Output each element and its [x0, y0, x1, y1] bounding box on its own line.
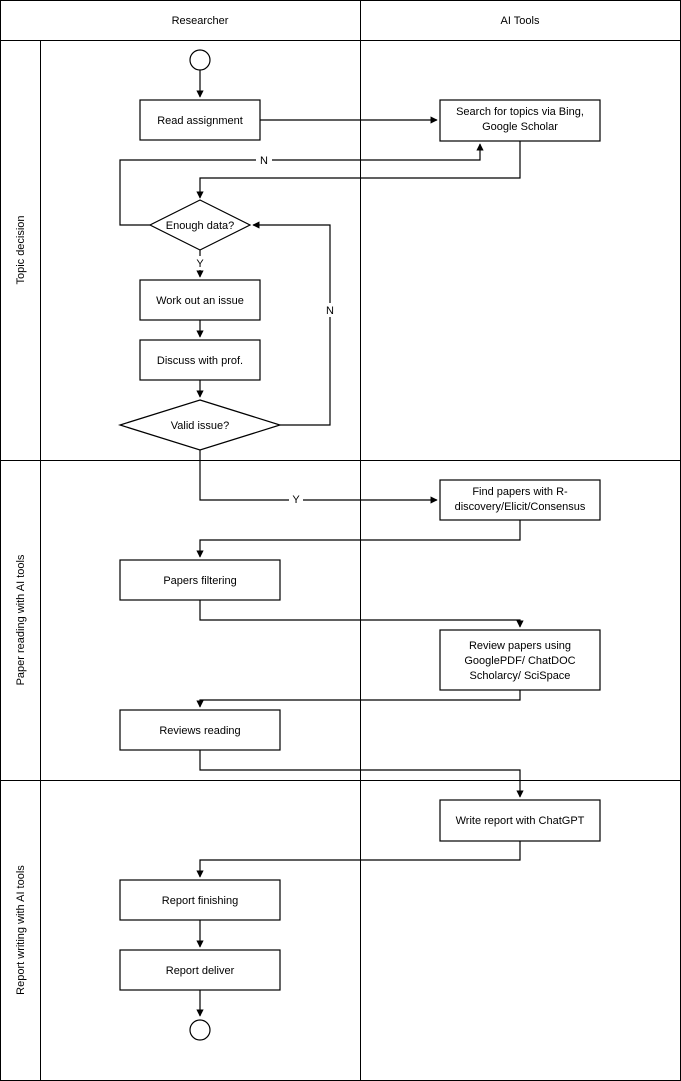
node-valid-issue[interactable]: Valid issue?: [117, 399, 283, 451]
node-end-terminal[interactable]: [189, 1019, 211, 1041]
column-header-ai-tools-label: AI Tools: [501, 15, 540, 27]
report-deliver-label: Report deliver: [166, 965, 235, 977]
lane-label-report-writing-text: Report writing with AI tools: [15, 865, 27, 995]
lane-label-paper-reading-text: Paper reading with AI tools: [15, 554, 27, 685]
lane-label-paper-reading: Paper reading with AI tools: [15, 554, 27, 685]
edge-label-y-valid-issue-bg: [289, 492, 303, 506]
lane-label-report-writing: Report writing with AI tools: [15, 865, 27, 995]
edge-label-y-valid-issue-text: Y: [292, 494, 300, 506]
edge-label-n-valid-issue-text: N: [326, 305, 334, 317]
node-report-deliver[interactable]: Report deliver: [119, 949, 281, 991]
end-circle-icon: [189, 1019, 211, 1041]
edge-valid-issue-yes-to-find-papers: [199, 450, 438, 504]
review-papers-label-line2: GooglePDF/ ChatDOC: [464, 655, 575, 667]
node-enough-data[interactable]: Enough data?: [148, 199, 252, 251]
node-write-report[interactable]: Write report with ChatGPT: [439, 799, 601, 842]
work-out-issue-label: Work out an issue: [156, 295, 244, 307]
lane-label-topic-decision-text: Topic decision: [15, 215, 27, 284]
edge-valid-issue-no-to-enough-data: [252, 221, 331, 426]
enough-data-label: Enough data?: [166, 220, 235, 232]
discuss-with-prof-label: Discuss with prof.: [157, 355, 243, 367]
reviews-reading-label: Reviews reading: [159, 725, 240, 737]
edge-label-y-enough-data-text: Y: [196, 258, 204, 270]
edge-label-n-valid-issue-bg: [322, 303, 338, 317]
edge-reviews-reading-to-write-report: [199, 750, 524, 798]
node-reviews-reading[interactable]: Reviews reading: [119, 709, 281, 751]
read-assignment-label: Read assignment: [157, 115, 243, 127]
node-report-finishing[interactable]: Report finishing: [119, 879, 281, 921]
node-review-papers[interactable]: Review papers using GooglePDF/ ChatDOC S…: [439, 629, 601, 691]
search-topics-label-line1: Search for topics via Bing,: [456, 106, 584, 118]
edge-write-report-to-report-finishing: [196, 841, 521, 878]
column-header-researcher: Researcher: [172, 15, 229, 27]
review-papers-label-line1: Review papers using: [469, 640, 571, 652]
column-header-researcher-label: Researcher: [172, 15, 229, 27]
edge-label-n-enough-data: N: [256, 153, 272, 167]
report-finishing-label: Report finishing: [162, 895, 238, 907]
edge-label-n-enough-data-text: N: [260, 155, 268, 167]
search-topics-label-line2: Google Scholar: [482, 121, 558, 133]
node-papers-filtering[interactable]: Papers filtering: [119, 559, 281, 601]
node-find-papers[interactable]: Find papers with R- discovery/Elicit/Con…: [439, 479, 601, 521]
valid-issue-label: Valid issue?: [171, 420, 230, 432]
edge-label-n-valid-issue: N: [322, 303, 338, 317]
edge-review-papers-to-reviews-reading: [196, 690, 521, 708]
column-header-ai-tools: AI Tools: [501, 15, 540, 27]
edge-label-y-valid-issue: Y: [289, 492, 303, 506]
edge-label-n-enough-data-bg: [256, 153, 272, 167]
node-start-terminal[interactable]: [189, 49, 211, 71]
find-papers-label-line1: Find papers with R-: [472, 486, 568, 498]
node-discuss-with-prof[interactable]: Discuss with prof.: [139, 339, 261, 381]
review-papers-label-line3: Scholarcy/ SciSpace: [470, 670, 571, 682]
edge-enough-data-no-to-search: [119, 143, 484, 226]
write-report-label: Write report with ChatGPT: [456, 815, 585, 827]
papers-filtering-label: Papers filtering: [163, 575, 236, 587]
edge-search-to-enough-data: [196, 141, 521, 199]
edge-label-y-enough-data: Y: [193, 256, 207, 270]
edge-filtering-to-review-papers: [199, 600, 524, 628]
find-papers-label-line2: discovery/Elicit/Consensus: [455, 501, 586, 513]
start-circle-icon: [189, 49, 211, 71]
node-search-topics[interactable]: Search for topics via Bing, Google Schol…: [439, 99, 601, 142]
edge-find-papers-to-filtering: [196, 520, 521, 558]
edge-label-y-enough-data-bg: [193, 256, 207, 270]
node-work-out-issue[interactable]: Work out an issue: [139, 279, 261, 321]
node-read-assignment[interactable]: Read assignment: [139, 99, 261, 141]
lane-label-topic-decision: Topic decision: [15, 215, 27, 284]
